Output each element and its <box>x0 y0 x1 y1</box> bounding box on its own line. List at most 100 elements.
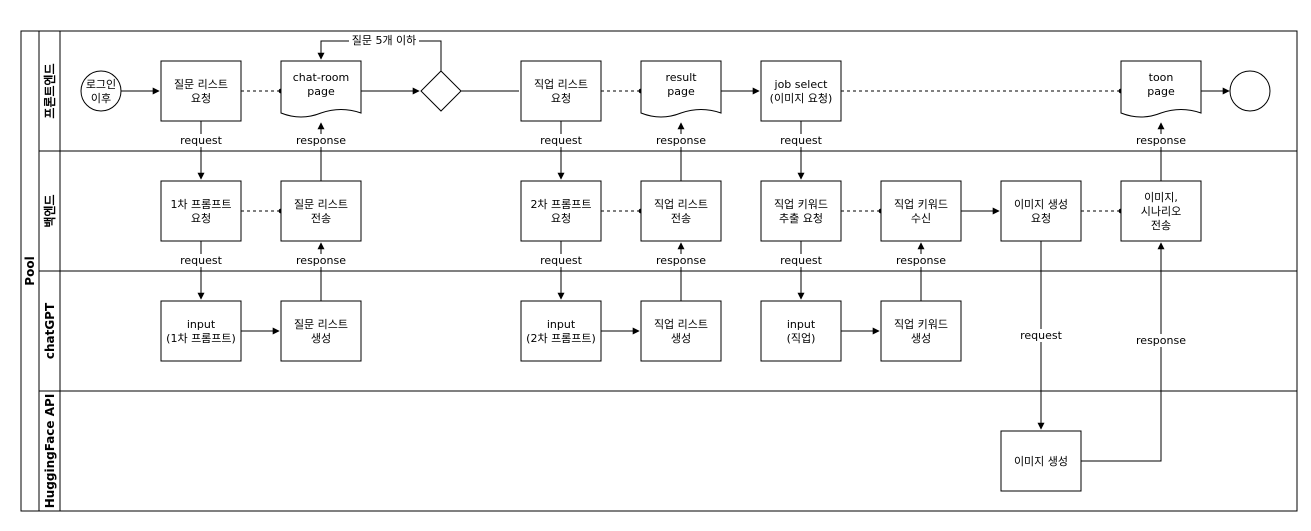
box-gpt-input2 <box>520 300 602 362</box>
label-line: 로그인 <box>86 78 116 91</box>
edge-label-request: request <box>780 134 823 147</box>
label-line: 이미지, <box>1144 191 1178 204</box>
label-line: toon <box>1149 71 1174 84</box>
label-line: chat-room <box>293 71 350 84</box>
label-line: 질문 리스트 <box>174 78 228 91</box>
label-line: 요청 <box>551 92 571 105</box>
lane-title-chatgpt: chatGPT <box>43 302 57 359</box>
edge-label-request: request <box>180 254 223 267</box>
label-line: 직업 리스트 <box>654 318 708 331</box>
label-line: 이미지 생성 <box>1014 455 1068 468</box>
box-job-select <box>760 60 842 122</box>
start-event <box>80 70 122 112</box>
label-line: (이미지 요청) <box>770 92 833 105</box>
node-label-job-select: job select(이미지 요청) <box>770 78 833 105</box>
label-line: 직업 키워드 <box>894 318 948 331</box>
label-line: 시나리오 <box>1141 205 1181 218</box>
doc-toon-page <box>1120 60 1202 118</box>
label-line: 직업 리스트 <box>654 198 708 211</box>
label-line: 생성 <box>311 332 331 345</box>
box-gpt-input1 <box>160 300 242 362</box>
label-line: 직업 키워드 <box>774 198 828 211</box>
edge-labels: 질문 5개 이하 request response request respon… <box>180 33 1187 347</box>
label-line: 이미지 생성 <box>1014 198 1068 211</box>
edge-label-request: request <box>540 134 583 147</box>
box-gpt-input3 <box>760 300 842 362</box>
doc-chatroom-page <box>280 60 362 118</box>
edge-label-response: response <box>656 134 706 147</box>
label-line: 이후 <box>91 92 111 105</box>
node-label-hf-image-gen: 이미지 생성 <box>1014 455 1068 468</box>
label-line: 질문 리스트 <box>294 198 348 211</box>
box-image-scenario-send <box>1120 180 1202 242</box>
label-line: 2차 프롬프트 <box>530 198 591 211</box>
box-keyword-request <box>760 180 842 242</box>
edge-label-request: request <box>1020 329 1063 342</box>
box-keyword-receive <box>880 180 962 242</box>
box-q-list-request <box>160 60 242 122</box>
label-line: 전송 <box>671 212 691 225</box>
node-label-gpt-input3: input(직업) <box>787 318 816 345</box>
edge-label-response: response <box>896 254 946 267</box>
label-line: 수신 <box>911 212 931 225</box>
node-label-gpt-input1: input(1차 프롬프트) <box>166 318 236 345</box>
label-line: result <box>665 71 697 84</box>
label-line: 직업 키워드 <box>894 198 948 211</box>
label-line: (직업) <box>787 332 816 345</box>
node-label-gpt-input2: input(2차 프롬프트) <box>526 318 596 345</box>
edge-label-response: response <box>1136 134 1186 147</box>
edge-label-response: response <box>296 134 346 147</box>
label-line: page <box>667 85 695 98</box>
box-q-list-send <box>280 180 362 242</box>
doc-result-page <box>640 60 722 118</box>
pool-title: Pool <box>23 256 37 285</box>
label-line: 요청 <box>191 92 211 105</box>
label-line: 직업 리스트 <box>534 78 588 91</box>
label-line: 전송 <box>1151 219 1171 232</box>
label-line: 추출 요청 <box>779 212 823 225</box>
box-prompt2-request <box>520 180 602 242</box>
shapes <box>80 60 1271 492</box>
label-line: job select <box>774 78 829 91</box>
lane-title-frontend: 프론트엔드 <box>42 63 57 118</box>
label-line: page <box>307 85 335 98</box>
label-line: input <box>187 318 216 331</box>
edge-label-request: request <box>540 254 583 267</box>
edge-label-response: response <box>1136 334 1186 347</box>
label-line: 질문 리스트 <box>294 318 348 331</box>
label-line: 생성 <box>911 332 931 345</box>
box-job-list-request <box>520 60 602 122</box>
box-image-gen-request <box>1000 180 1082 242</box>
decision-gateway <box>420 70 462 112</box>
label-line: input <box>547 318 576 331</box>
box-gpt-kw-gen <box>880 300 962 362</box>
label-line: (2차 프롬프트) <box>526 332 596 345</box>
box-gpt-job-gen <box>640 300 722 362</box>
label-line: 1차 프롬프트 <box>170 198 231 211</box>
edge-hf-to-img-send <box>1081 242 1165 462</box>
box-hf-image-gen <box>1000 430 1082 492</box>
label-line: (1차 프롬프트) <box>166 332 236 345</box>
edge-label-response: response <box>656 254 706 267</box>
box-gpt-q-gen <box>280 300 362 362</box>
label-line: 요청 <box>191 212 211 225</box>
label-line: 생성 <box>671 332 691 345</box>
label-line: 요청 <box>1031 212 1051 225</box>
edge-label-request: request <box>180 134 223 147</box>
